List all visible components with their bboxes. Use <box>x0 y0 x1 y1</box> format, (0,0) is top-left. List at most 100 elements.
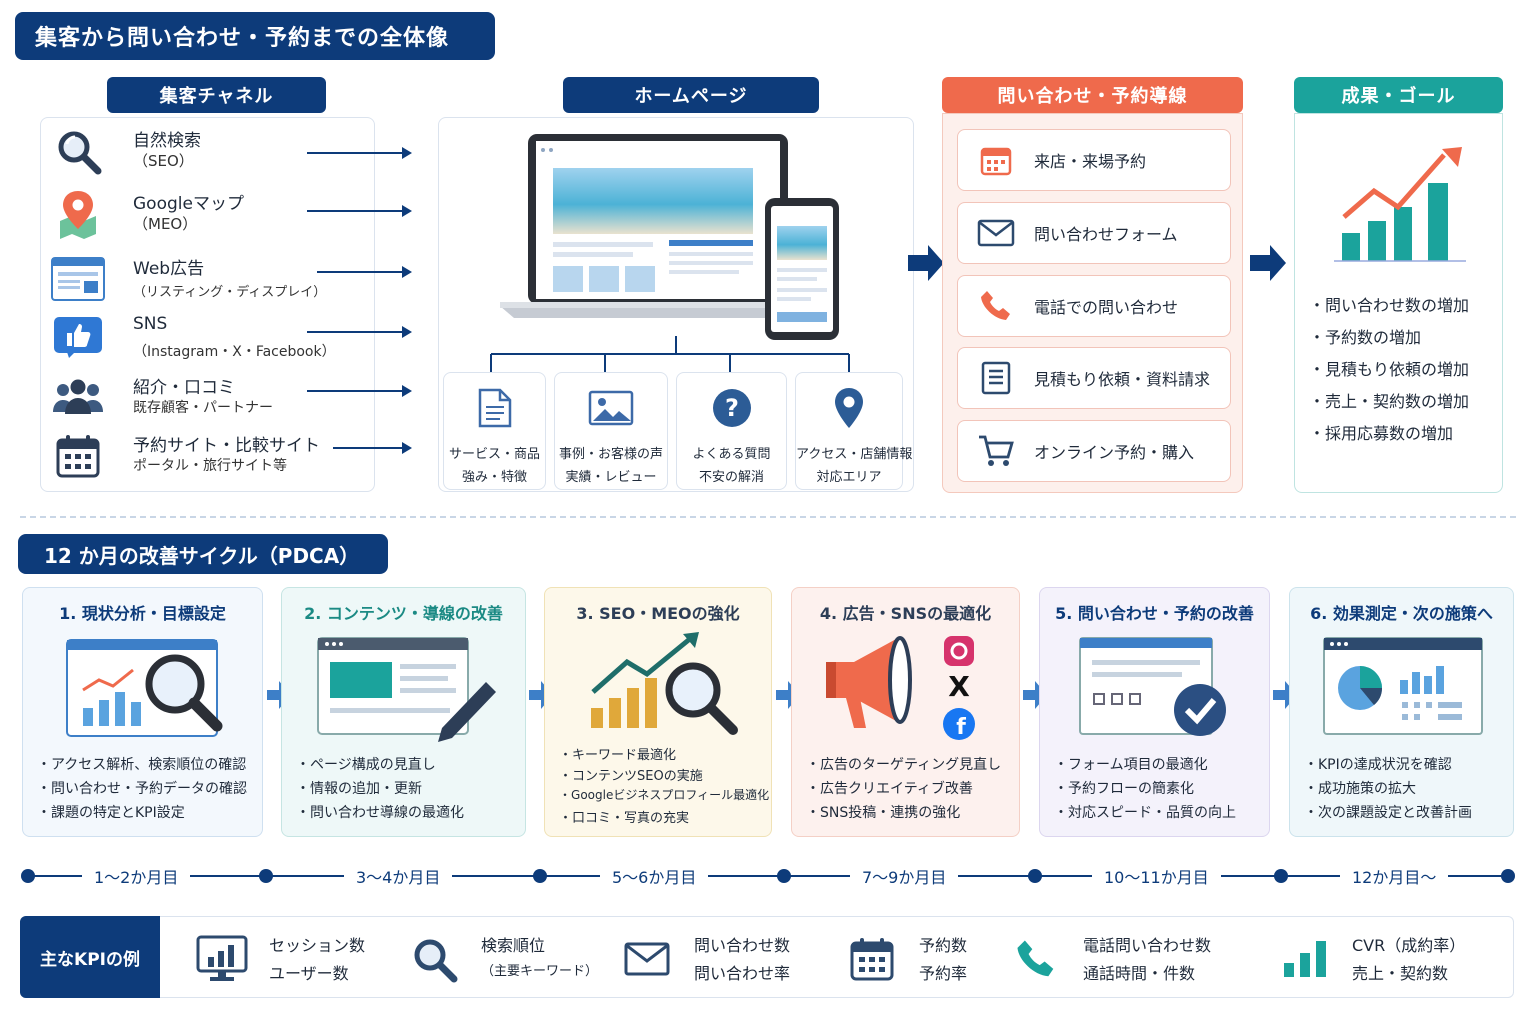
map-pin-icon <box>50 189 106 239</box>
channel-title: Web広告 <box>133 259 205 279</box>
section-line2: 実績・レビュー <box>565 470 657 485</box>
step-bullets: 広告のターゲティング見直し広告クリエイティブ改善SNS投稿・連携の強化 <box>806 754 1001 826</box>
hp-section-access: アクセス・店舗情報 対応エリア <box>795 372 912 490</box>
step-title: 現状分析・目標設定 <box>81 604 226 623</box>
growth-chart-icon <box>1334 147 1466 262</box>
svg-text:?: ? <box>725 394 739 422</box>
timeline-dot <box>1274 869 1288 883</box>
step-bullets: ページ構成の見直し情報の追加・更新問い合わせ導線の最適化 <box>296 754 464 826</box>
kpi-line2: （主要キーワード） <box>481 964 599 979</box>
calendar-icon <box>850 938 894 981</box>
step-title: コンテンツ・導線の改善 <box>326 604 503 623</box>
goal-item: ・予約数の増加 <box>1309 328 1422 347</box>
step-1: 1. 現状分析・目標設定 アクセス解析、検索順位の確認問い合わせ・予約データの確… <box>22 587 263 837</box>
channel-sub: （リスティング・ディスプレイ） <box>133 285 327 300</box>
timeline-dot <box>21 869 35 883</box>
channel-title: 紹介・口コミ <box>133 378 235 398</box>
section-divider <box>20 516 1516 518</box>
kpi-line1: 検索順位 <box>481 936 546 955</box>
step-title: 広告・SNSの最適化 <box>842 604 992 623</box>
question-icon: ? <box>712 389 751 427</box>
cycle-title: 12 か月の改善サイクル（PDCA） <box>18 534 388 574</box>
goal-list: ・問い合わせ数の増加 ・予約数の増加 ・見積もり依頼の増加 ・売上・契約数の増加… <box>1309 292 1469 452</box>
step-title: 問い合わせ・予約の改善 <box>1077 604 1254 623</box>
section-line1: 事例・お客様の声 <box>558 447 663 462</box>
flow-arrow-icon <box>908 245 944 281</box>
step-4: 4. 広告・SNSの最適化 Xf 広告のターゲティング見直し広告クリエイティブ改… <box>791 587 1020 837</box>
inquiry-item-visit[interactable]: 来店・来場予約 <box>957 129 1231 191</box>
form-check-illustration <box>1079 637 1226 736</box>
channel-meo: Googleマップ （MEO） <box>50 189 410 245</box>
bar-chart-icon <box>1284 941 1326 977</box>
channel-web-ad: Web広告 （リスティング・ディスプレイ） <box>50 254 410 310</box>
arrow-icon <box>307 205 412 217</box>
step-2: 2. コンテンツ・導線の改善 ページ構成の見直し情報の追加・更新問い合わせ導線の… <box>281 587 526 837</box>
step-title: 効果測定・次の施策へ <box>1332 604 1493 623</box>
calendar-icon <box>980 147 1012 176</box>
channel-title: Googleマップ <box>133 194 244 214</box>
page-title: 集客から問い合わせ・予約までの全体像 <box>15 12 495 60</box>
step-bullets: KPIの達成状況を確認成功施策の拡大次の課題設定と改善計画 <box>1304 754 1472 826</box>
channel-sub: （SEO） <box>133 152 194 170</box>
inquiry-label: 問い合わせフォーム <box>1034 225 1178 244</box>
browser-ad-icon <box>50 254 106 304</box>
svg-text:f: f <box>956 715 966 740</box>
arrow-icon <box>317 266 412 278</box>
people-icon <box>50 373 106 423</box>
timeline-label: 5～6か月目 <box>600 864 709 888</box>
dashboard-illustration <box>1323 637 1483 735</box>
kpi-bar <box>20 916 1514 998</box>
document-icon <box>478 388 511 428</box>
hp-section-faq: ? よくある質問 不安の解消 <box>676 372 787 490</box>
location-icon <box>835 388 863 428</box>
channel-sub: （Instagram・X・Facebook） <box>133 344 336 360</box>
channels-header: 集客チャネル <box>107 77 326 113</box>
monitor-chart-icon <box>196 935 248 981</box>
goal-header: 成果・ゴール <box>1294 77 1503 113</box>
inquiry-item-online[interactable]: オンライン予約・購入 <box>957 420 1231 482</box>
arrow-icon <box>307 326 412 338</box>
phone-icon <box>981 291 1010 320</box>
timeline-label: 1～2か月目 <box>82 864 191 888</box>
content-edit-illustration <box>317 637 496 742</box>
devices-illustration <box>500 134 839 340</box>
channel-booking: 予約サイト・比較サイト ポータル・旅行サイト等 <box>50 431 410 487</box>
arrow-icon <box>307 385 412 397</box>
goal-item: ・見積もり依頼の増加 <box>1309 360 1470 379</box>
channel-sub: （MEO） <box>133 215 198 233</box>
search-icon <box>50 126 106 176</box>
channel-title: 予約サイト・比較サイト <box>133 436 320 456</box>
thumbs-up-icon <box>50 314 106 364</box>
timeline-dot <box>777 869 791 883</box>
inquiry-item-form[interactable]: 問い合わせフォーム <box>957 202 1231 264</box>
inquiry-label: 来店・来場予約 <box>1034 152 1147 171</box>
timeline-label: 10～11か月目 <box>1092 864 1221 888</box>
inquiry-label: オンライン予約・購入 <box>1034 443 1195 462</box>
channel-sub: 既存顧客・パートナー <box>133 400 273 416</box>
goal-item: ・売上・契約数の増加 <box>1309 392 1470 411</box>
channel-sns: SNS （Instagram・X・Facebook） <box>50 314 410 370</box>
section-line2: 不安の解消 <box>698 470 764 485</box>
section-line1: よくある質問 <box>692 447 771 462</box>
kpi-line1: セッション数 <box>269 936 366 955</box>
arrow-icon <box>307 147 412 159</box>
kpi-line1: 予約数 <box>919 936 968 955</box>
kpi-line2: ユーザー数 <box>269 964 349 983</box>
inquiry-item-phone[interactable]: 電話での問い合わせ <box>957 275 1231 337</box>
inquiry-label: 電話での問い合わせ <box>1034 298 1179 317</box>
image-icon <box>588 390 634 426</box>
timeline-dot <box>533 869 547 883</box>
section-line2: 対応エリア <box>816 470 882 485</box>
section-line2: 強み・特徴 <box>461 470 527 485</box>
flow-arrow-icon <box>1250 245 1286 281</box>
megaphone-sns-illustration: Xf <box>826 636 975 740</box>
timeline-label: 7～9か月目 <box>850 864 959 888</box>
channel-title: SNS <box>133 314 168 334</box>
section-line1: サービス・商品 <box>448 447 540 462</box>
kpi-line1: CVR（成約率） <box>1352 936 1466 955</box>
kpi-line2: 問い合わせ率 <box>694 964 791 983</box>
analysis-illustration <box>66 639 223 737</box>
inquiry-item-estimate[interactable]: 見積もり依頼・資料請求 <box>957 347 1231 409</box>
goal-item: ・採用応募数の増加 <box>1309 424 1454 443</box>
calendar-icon <box>50 431 106 481</box>
